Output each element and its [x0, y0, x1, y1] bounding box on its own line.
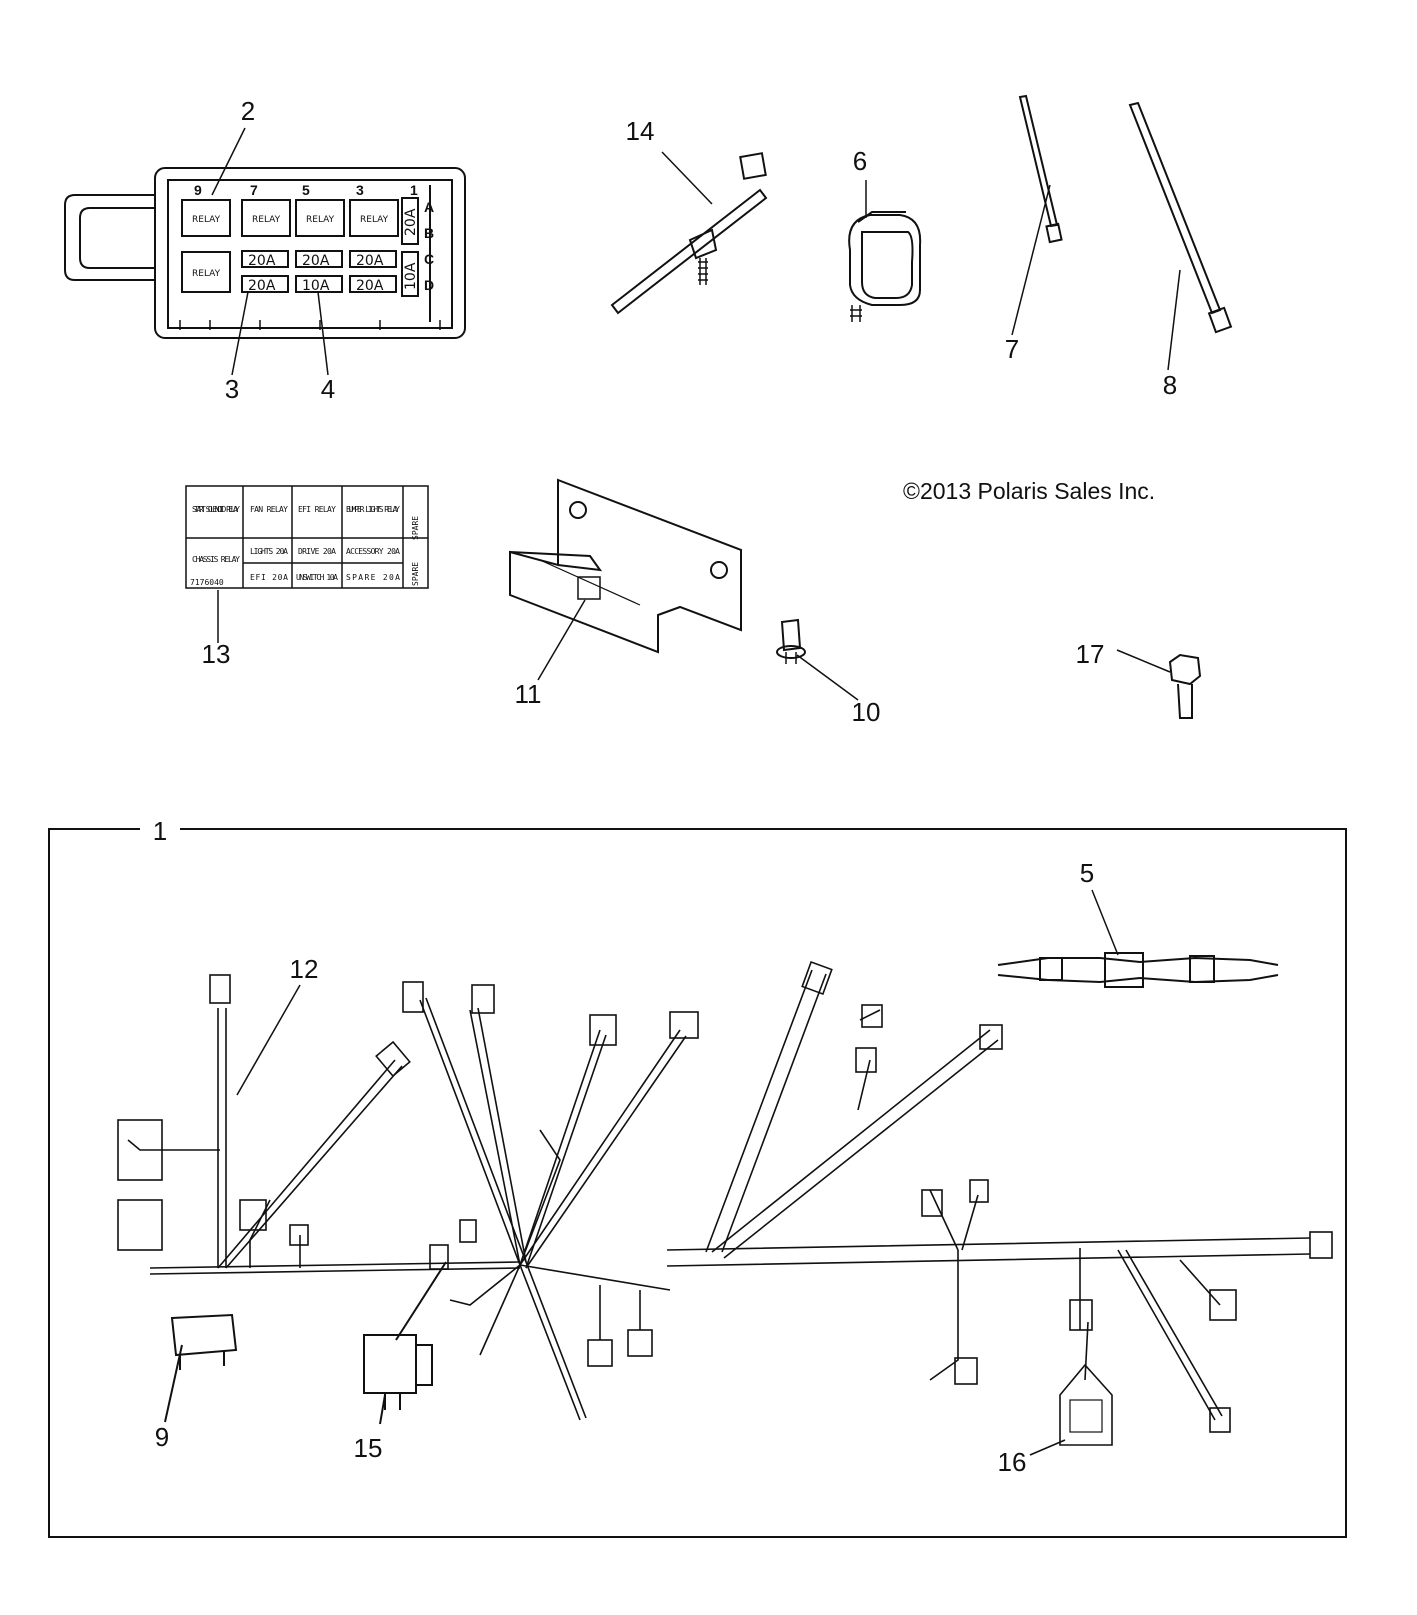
callout-11: 11	[515, 679, 542, 709]
slot-number: 5	[302, 182, 310, 198]
row-letter: C	[424, 251, 434, 267]
cable-tie-7	[1018, 94, 1063, 244]
relay-label: RELAY	[306, 215, 335, 225]
harness-frame	[48, 828, 1347, 1538]
label-part-number: 7176040	[190, 578, 224, 587]
fuse-box-text: 9 7 5 3 1 RELAY RELAY RELAY RELAY RELAY …	[192, 182, 434, 294]
fuse-rating: 10A	[302, 278, 330, 294]
callout-13: 13	[202, 639, 231, 669]
callout-16: 16	[998, 1447, 1027, 1477]
inline-harness-5	[997, 952, 1279, 988]
callout-6: 6	[853, 146, 867, 176]
relay-label: RELAY	[192, 215, 221, 225]
callout-1: 1	[153, 816, 167, 846]
row-letter: D	[424, 277, 434, 293]
callouts: 1 2 3 4 5 6 7 8 9 10 11 12 13 14 15 16 1…	[153, 96, 1177, 1477]
connector-clip	[848, 211, 922, 322]
callout-8: 8	[1163, 370, 1177, 400]
callout-7: 7	[1005, 334, 1019, 364]
hex-bolt	[1168, 653, 1202, 719]
callout-9: 9	[155, 1422, 169, 1452]
label-cell: FAN RELAY	[250, 505, 288, 514]
label-cell: DRIVE 20A	[298, 547, 336, 556]
fuse-rating: 20A	[302, 253, 330, 269]
callout-3: 3	[225, 374, 239, 404]
label-cell: SPARE	[411, 516, 420, 540]
fuse-rating: 20A	[356, 278, 384, 294]
label-cell: SPARE	[411, 562, 420, 586]
callout-12: 12	[290, 954, 319, 984]
cable-tie-anchor	[610, 152, 768, 315]
fuse-label	[185, 485, 429, 589]
fuse-rating: 20A	[356, 253, 384, 269]
callout-4: 4	[321, 374, 335, 404]
relay-9	[164, 1313, 238, 1423]
label-cell: UNSWITCH 10A	[296, 573, 338, 582]
slot-number: 7	[250, 182, 258, 198]
callout-10: 10	[852, 697, 881, 727]
slot-number: 9	[194, 182, 202, 198]
fuse-rating: 20A	[248, 253, 276, 269]
callout-2: 2	[241, 96, 255, 126]
callout-5: 5	[1080, 858, 1094, 888]
label-cell: EFI RELAY	[298, 505, 336, 514]
relay-label: RELAY	[252, 215, 281, 225]
label-cell: START SOLENOID RELAY	[192, 505, 240, 514]
label-cell: ACCESSORY 20A	[346, 547, 400, 556]
label-cell: EFI 20A	[250, 573, 288, 582]
callout-15: 15	[354, 1433, 383, 1463]
main-harness-left	[117, 974, 699, 1421]
relay-label: RELAY	[360, 215, 389, 225]
fuse-label-text: START SOLENOID RELAY FAN RELAY EFI RELAY…	[190, 505, 420, 587]
callout-14: 14	[626, 116, 655, 146]
relay-label: RELAY	[192, 269, 221, 279]
slot-number: 3	[356, 182, 364, 198]
mounting-bracket	[509, 478, 742, 654]
fuse-rating: 20A	[403, 208, 419, 236]
label-cell: BUMPER LIGHTS RELAY	[346, 505, 400, 514]
callout-17: 17	[1076, 639, 1105, 669]
label-cell: SPARE 20A	[346, 573, 400, 582]
row-letter: A	[424, 199, 434, 215]
fuse-box	[64, 167, 466, 339]
connector-15	[363, 1261, 447, 1425]
push-rivet	[776, 618, 806, 664]
fuse-rating: 20A	[248, 278, 276, 294]
main-harness-right	[666, 960, 1333, 1456]
fuse-rating: 10A	[403, 262, 419, 290]
cable-tie-8	[1128, 101, 1233, 334]
leader-lines	[211, 127, 1181, 1096]
label-cell: CHASSIS RELAY	[192, 555, 240, 564]
row-letter: B	[424, 225, 434, 241]
copyright-notice: ©2013 Polaris Sales Inc.	[903, 478, 1156, 504]
slot-number: 1	[410, 182, 418, 198]
label-cell: LIGHTS 20A	[250, 547, 288, 556]
